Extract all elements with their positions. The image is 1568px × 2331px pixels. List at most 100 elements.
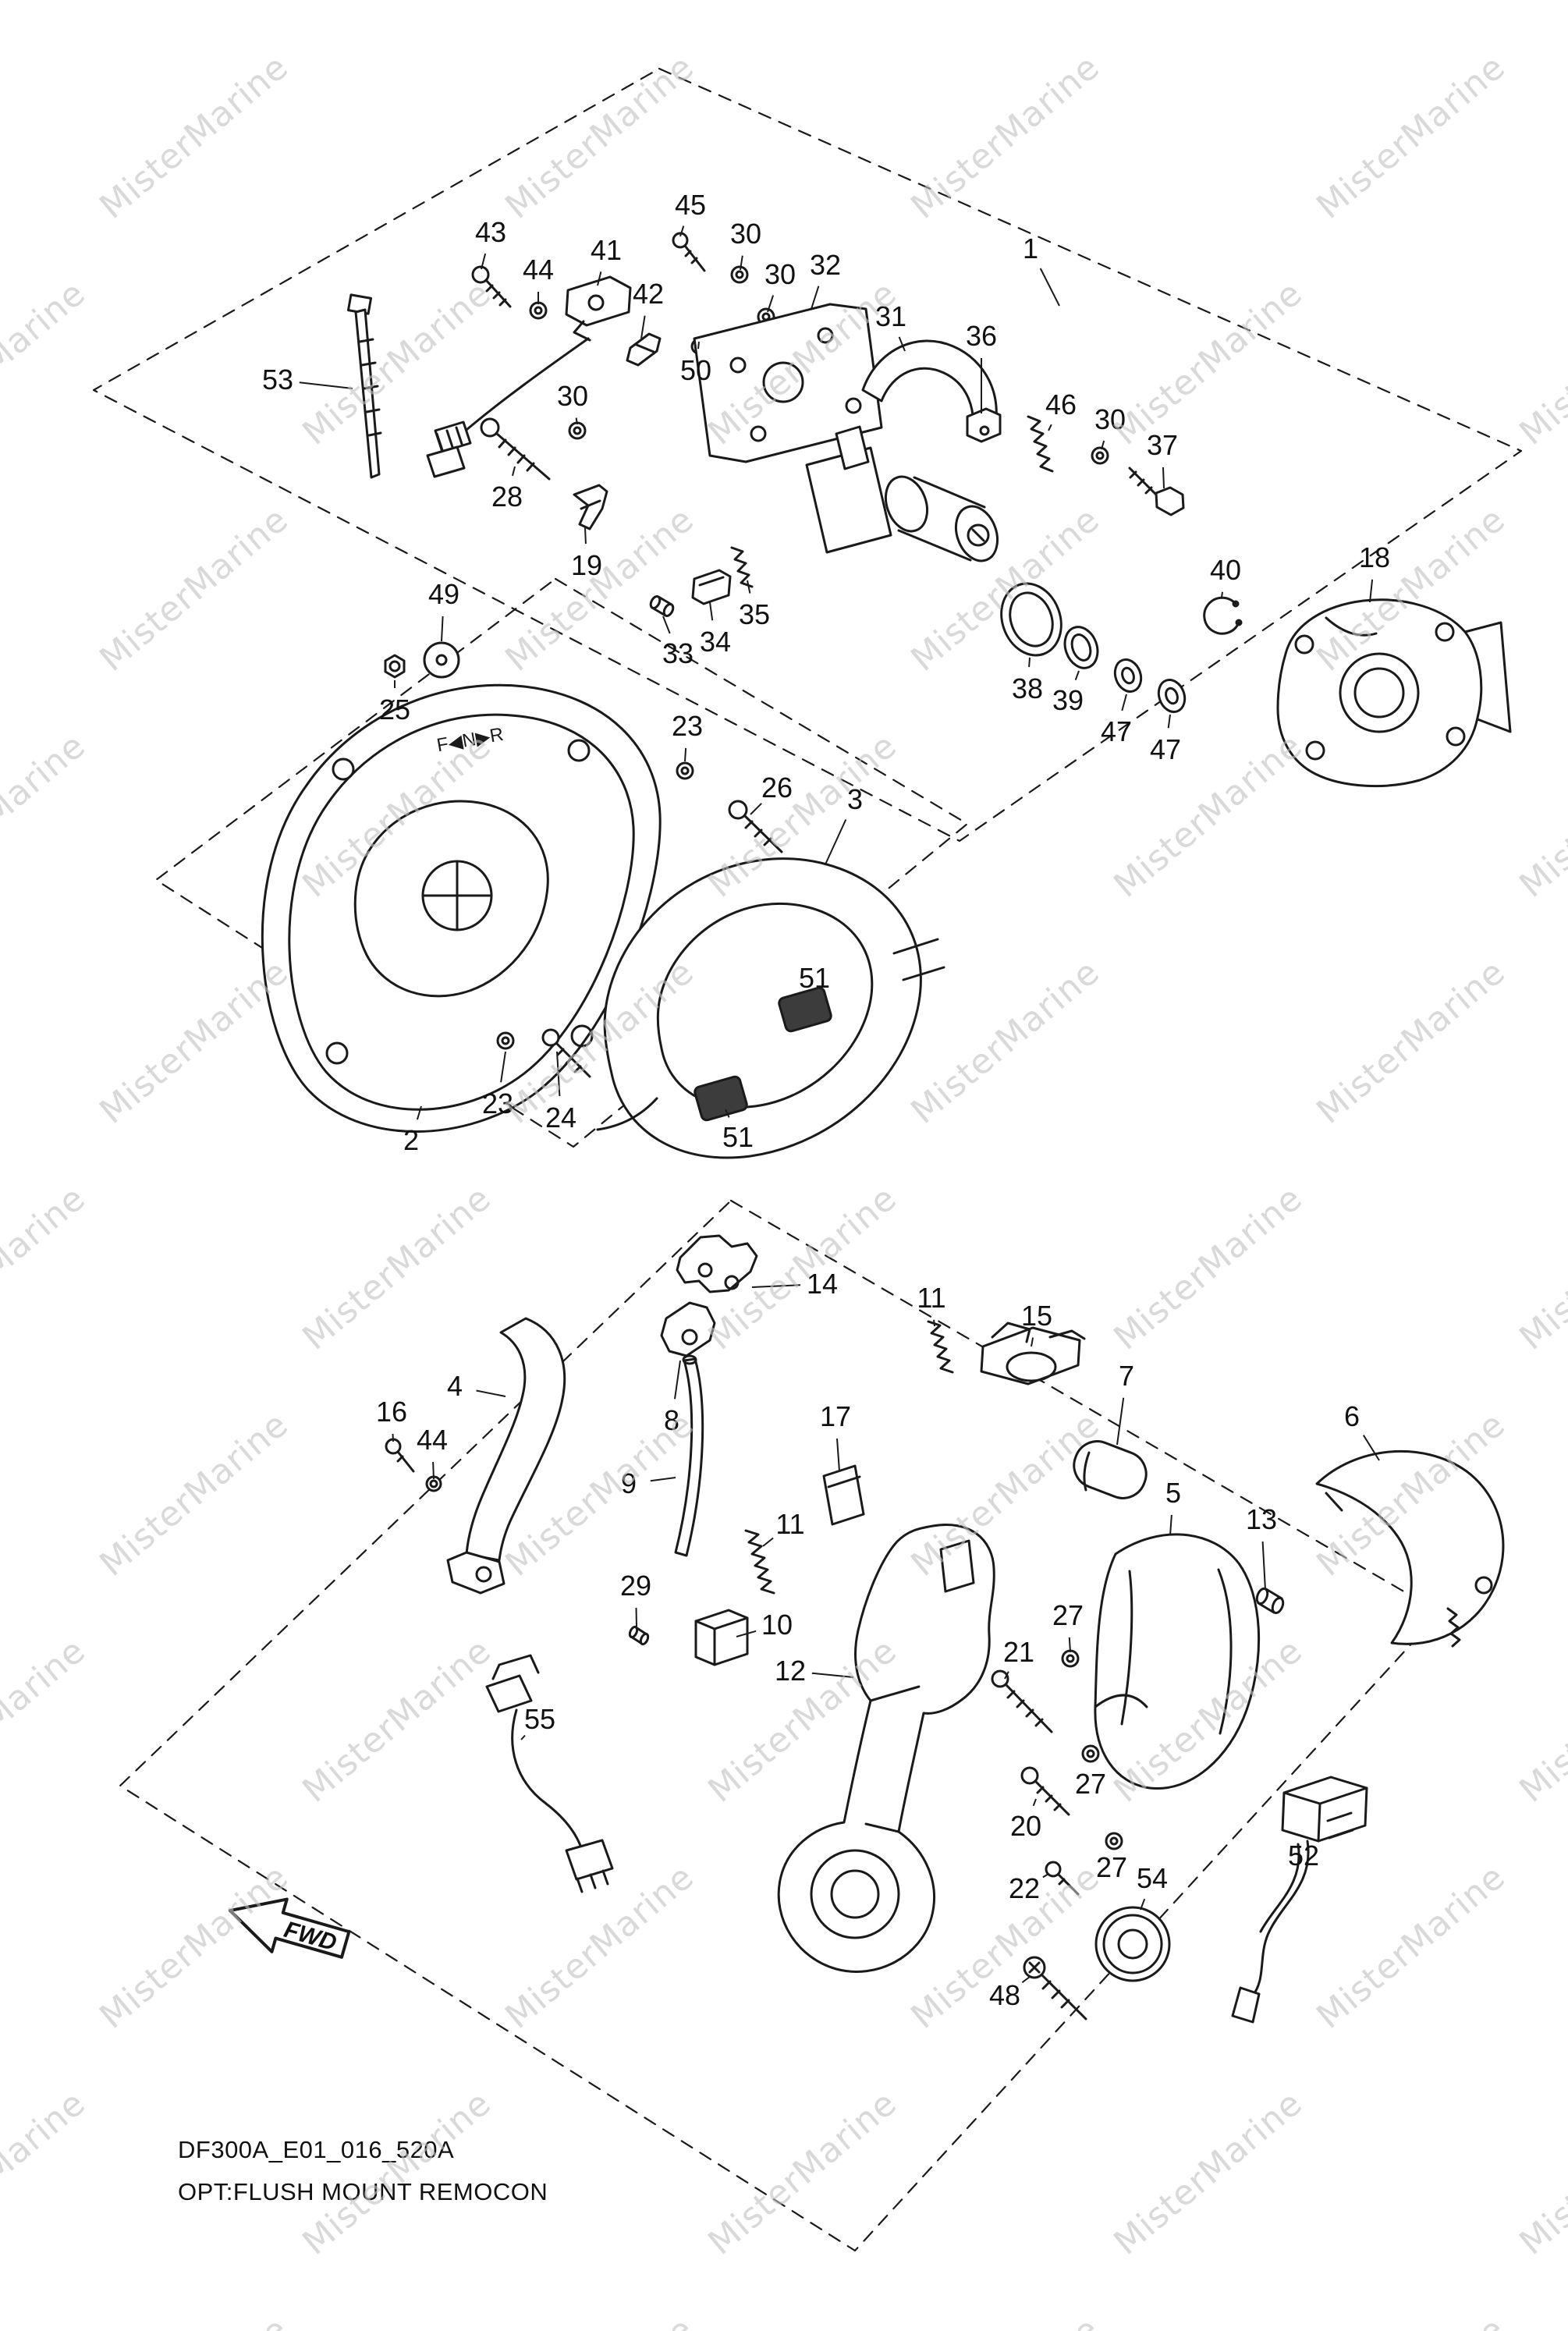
part-15-switch-assy xyxy=(980,1322,1086,1385)
part-callout-50: 50 xyxy=(679,354,712,386)
callout-leader xyxy=(1039,268,1060,307)
part-27-washer-b xyxy=(1081,1744,1100,1763)
callout-leader xyxy=(811,1672,854,1678)
part-54-cap xyxy=(1094,1906,1171,1982)
part-28-screw xyxy=(480,417,551,481)
part-34-holder xyxy=(691,569,732,605)
part-callout-53: 53 xyxy=(261,364,294,396)
part-callout-27: 27 xyxy=(1052,1599,1084,1631)
callout-leader xyxy=(1261,1541,1266,1591)
part-callout-47: 47 xyxy=(1100,715,1133,747)
part-callout-30: 30 xyxy=(556,380,589,412)
part-callout-45: 45 xyxy=(674,189,707,221)
part-callout-54: 54 xyxy=(1136,1862,1169,1894)
callout-leader xyxy=(740,255,743,271)
callout-leader xyxy=(1021,1976,1031,1983)
callout-leader xyxy=(1042,1873,1049,1879)
drawing-caption: OPT:FLUSH MOUNT REMOCON xyxy=(178,2178,548,2205)
part-41-neutral-switch xyxy=(426,275,632,478)
callout-leader xyxy=(597,271,602,286)
callout-leader xyxy=(762,1537,774,1547)
callout-leader xyxy=(767,295,775,313)
part-callout-27: 27 xyxy=(1074,1768,1107,1800)
part-38-ring xyxy=(1000,582,1062,657)
part-callout-12: 12 xyxy=(774,1655,807,1687)
part-callout-36: 36 xyxy=(965,320,998,352)
part-3-cover xyxy=(596,857,945,1159)
callout-leader xyxy=(1028,657,1031,668)
part-callout-19: 19 xyxy=(570,549,603,581)
part-callout-29: 29 xyxy=(619,1570,652,1602)
part-callout-2: 2 xyxy=(403,1124,420,1156)
part-callout-34: 34 xyxy=(699,626,732,658)
callout-leader xyxy=(1074,670,1080,681)
part-callout-40: 40 xyxy=(1209,554,1242,586)
part-callout-25: 25 xyxy=(378,694,411,726)
part-callout-23: 23 xyxy=(481,1087,514,1119)
callout-leader xyxy=(736,1630,757,1637)
callout-leader xyxy=(674,1360,681,1400)
part-callout-27: 27 xyxy=(1095,1851,1128,1883)
part-callout-30: 30 xyxy=(764,258,796,290)
part-callout-1: 1 xyxy=(1022,232,1039,264)
part-51-pad-a xyxy=(778,986,832,1033)
assembly-boundaries xyxy=(92,67,1523,2252)
part-20-screw xyxy=(1020,1766,1070,1816)
part-45-screw xyxy=(672,232,706,272)
callout-leader xyxy=(1004,1671,1009,1680)
callout-leader xyxy=(432,1461,435,1480)
callout-leader xyxy=(1369,579,1374,603)
part-11-spring-a xyxy=(927,1320,954,1374)
part-callout-7: 7 xyxy=(1118,1360,1135,1392)
part-52-trim-switch xyxy=(1231,1776,1368,2024)
part-27-washer-c xyxy=(1105,1832,1123,1850)
part-callout-21: 21 xyxy=(1002,1636,1035,1668)
part-12-control-lever xyxy=(777,1524,995,1973)
part-46-spring xyxy=(1027,415,1054,473)
part-37-bolt xyxy=(1128,467,1185,516)
part-callout-31: 31 xyxy=(874,300,907,332)
part-49-washer xyxy=(423,641,460,679)
callout-leader xyxy=(520,1734,526,1740)
part-callout-13: 13 xyxy=(1245,1503,1278,1535)
key-cylinder-assembly xyxy=(805,425,999,562)
callout-leader xyxy=(1101,440,1105,450)
callout-leader xyxy=(836,1438,840,1472)
part-35-spring xyxy=(730,546,754,588)
part-9-rod xyxy=(674,1354,704,1557)
callout-leader xyxy=(481,253,487,270)
part-callout-51: 51 xyxy=(722,1121,754,1153)
part-51-pad-b xyxy=(694,1075,748,1122)
callout-leader xyxy=(751,1284,801,1288)
part-callout-11: 11 xyxy=(775,1508,805,1540)
part-22-screw xyxy=(1045,1861,1080,1896)
part-callout-18: 18 xyxy=(1358,541,1391,573)
part-callout-47: 47 xyxy=(1149,733,1182,765)
part-48-screw xyxy=(1023,1956,1087,2021)
part-callout-23: 23 xyxy=(671,710,704,742)
part-5-grip xyxy=(1094,1533,1261,1790)
part-callout-37: 37 xyxy=(1146,429,1179,461)
part-26-screw xyxy=(728,800,783,853)
part-callout-20: 20 xyxy=(1009,1810,1042,1842)
callout-leader xyxy=(725,1109,730,1118)
callout-leader xyxy=(1167,714,1171,729)
callout-leader xyxy=(584,527,587,545)
callout-leader xyxy=(709,601,714,621)
part-callout-4: 4 xyxy=(446,1370,463,1402)
part-callout-43: 43 xyxy=(474,216,507,248)
part-36-block xyxy=(966,407,1002,443)
callout-leader xyxy=(747,580,751,594)
part-callout-32: 32 xyxy=(809,249,842,281)
callout-leader xyxy=(898,336,906,352)
drawing-code: DF300A_E01_016_520A xyxy=(178,2136,455,2163)
callout-leader xyxy=(1140,1898,1146,1911)
callout-leader xyxy=(662,616,671,634)
part-callout-17: 17 xyxy=(819,1400,852,1432)
callout-leader xyxy=(1116,1397,1125,1446)
part-callout-55: 55 xyxy=(523,1703,556,1735)
callout-leader xyxy=(441,616,444,642)
part-30-washer-a xyxy=(730,265,749,284)
